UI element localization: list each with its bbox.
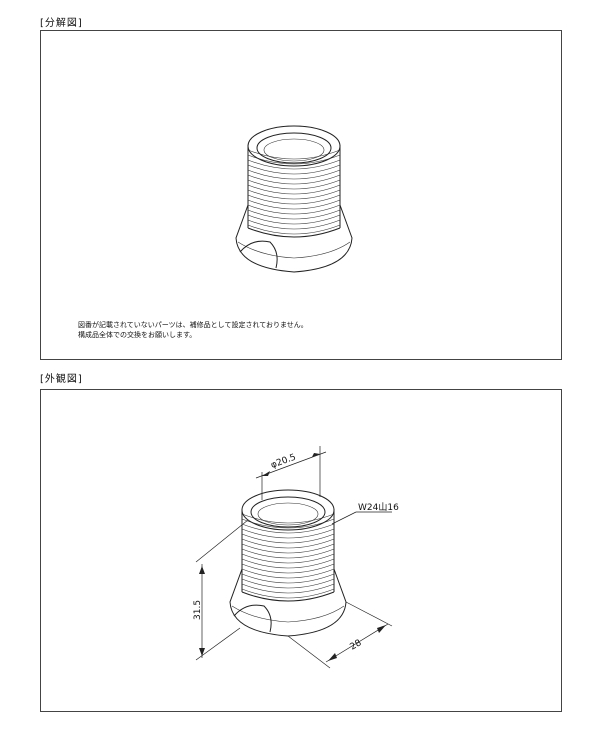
exterior-view-frame xyxy=(40,389,562,712)
thread-spec-text: W24山16 xyxy=(358,502,399,513)
height-dimension-text: 31.5 xyxy=(193,600,203,620)
fitting-part-exploded xyxy=(235,125,353,273)
dimension-lines xyxy=(195,446,393,669)
exploded-view-label: [分解図] xyxy=(40,18,83,29)
exploded-view-frame xyxy=(40,30,562,360)
fitting-part-exterior xyxy=(229,489,347,637)
parts-note-line2: 構成品全体での交換をお願いします。 xyxy=(78,331,197,339)
parts-note-line1: 図番が記載されていないパーツは、補修品として設定されておりません。 xyxy=(78,321,308,329)
parts-note: 図番が記載されていないパーツは、補修品として設定されておりません。 構成品全体で… xyxy=(78,320,308,340)
exterior-view-label: [外観図] xyxy=(40,374,83,385)
